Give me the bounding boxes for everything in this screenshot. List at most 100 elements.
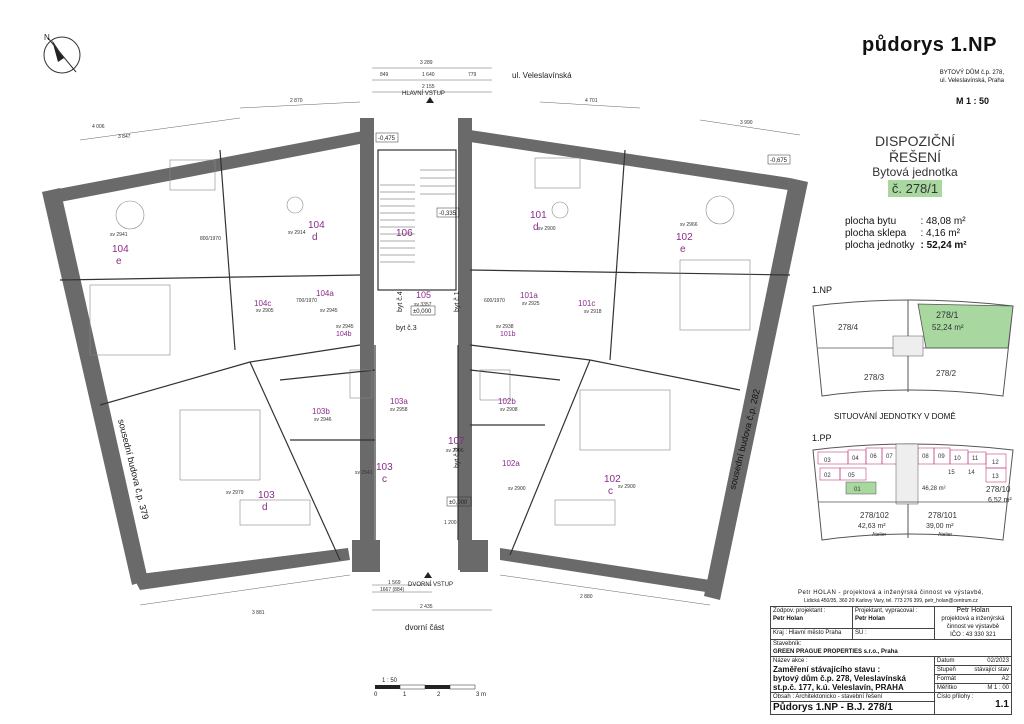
area-table: plocha bytu : 48,08 m² plocha sklepa : 4,1… bbox=[842, 216, 970, 252]
svg-text:278/101: 278/101 bbox=[928, 511, 957, 520]
room-102b: 102b bbox=[498, 397, 516, 406]
room-labels: 104 d sv 2914 104 e sv 2941 106 101 d sv… bbox=[110, 210, 698, 513]
room-104a: 104a bbox=[316, 289, 334, 298]
svg-text:3 m: 3 m bbox=[476, 692, 486, 698]
dim-top-4: 779 bbox=[468, 72, 477, 78]
room-104e-sub: e bbox=[116, 256, 122, 267]
room-102e-sub: e bbox=[680, 244, 686, 255]
svg-text:12: 12 bbox=[992, 460, 999, 466]
company-line-2: Lidická 450/35, 360 20 Karlovy Vary, tel… bbox=[804, 598, 978, 604]
stair-label-1: byt č.1 bbox=[454, 291, 461, 312]
bottom-dimensions bbox=[139, 574, 711, 611]
svg-text:2 435: 2 435 bbox=[420, 604, 433, 610]
svg-text:1: 1 bbox=[403, 692, 407, 698]
yard-entrance-arrow-icon bbox=[424, 572, 432, 578]
room-102a-note: sv 2900 bbox=[508, 486, 526, 492]
svg-text:3 881: 3 881 bbox=[252, 610, 265, 616]
svg-text:-0,675: -0,675 bbox=[770, 158, 788, 164]
building-line-2: ul. Veleslavínská, Praha bbox=[939, 78, 1004, 84]
svg-text:08: 08 bbox=[922, 454, 929, 460]
dim-top-10: 3 990 bbox=[740, 120, 753, 126]
room-102a: 102a bbox=[502, 459, 520, 468]
room-104c: 104c bbox=[254, 299, 271, 308]
street-label: ul. Veleslavínská bbox=[512, 71, 572, 80]
svg-text:07: 07 bbox=[886, 454, 893, 460]
room-103b: 103b bbox=[312, 407, 330, 416]
svg-text:278/3: 278/3 bbox=[864, 373, 885, 382]
room-103d-note: sv 2979 bbox=[226, 490, 244, 496]
svg-text:1667 (884): 1667 (884) bbox=[380, 587, 405, 593]
north-arrow-icon: N bbox=[43, 33, 81, 74]
area-value-1: : 4,16 m² bbox=[920, 228, 960, 239]
entrance-arrow-icon bbox=[426, 97, 434, 103]
dim-top-8: 4 006 bbox=[92, 124, 105, 130]
room-104d: 104 bbox=[308, 220, 325, 231]
svg-text:700/1970: 700/1970 bbox=[296, 298, 317, 304]
stair-labels: byt č.4 byt č.1 byt č.3 byt č.2 bbox=[396, 291, 461, 468]
area-label-1: plocha sklepa bbox=[845, 228, 907, 239]
room-101c: 101c bbox=[578, 299, 595, 308]
level-marks: ±0,000 ±0,000 -0,475 -0,675 -0,335 bbox=[375, 132, 791, 507]
svg-text:2: 2 bbox=[437, 692, 441, 698]
room-104b-note: sv 2945 bbox=[336, 324, 354, 330]
svg-text:14: 14 bbox=[968, 470, 975, 476]
room-101c-note: sv 2918 bbox=[584, 309, 602, 315]
dim-top-7: 4 701 bbox=[585, 98, 598, 104]
room-104c-note: sv 2905 bbox=[256, 308, 274, 314]
svg-text:03: 03 bbox=[824, 458, 831, 464]
room-102c: 102 bbox=[604, 474, 621, 485]
room-103b-note: sv 2946 bbox=[314, 417, 332, 423]
svg-text:6,52 m²: 6,52 m² bbox=[988, 497, 1012, 504]
disposition-title-2: ŘEŠENÍ bbox=[888, 149, 942, 165]
svg-text:800/1970: 800/1970 bbox=[200, 236, 221, 242]
key-plan-1pp: 03 04 06 07 08 09 10 11 12 13 14 15 01 0… bbox=[812, 443, 1014, 541]
room-104e: 104 bbox=[112, 244, 129, 255]
svg-text:10: 10 bbox=[954, 456, 961, 462]
room-105: 105 bbox=[416, 290, 431, 300]
svg-text:52,24 m²: 52,24 m² bbox=[932, 323, 964, 332]
svg-text:278/1: 278/1 bbox=[936, 310, 959, 320]
inner-walls bbox=[59, 149, 791, 561]
area-label-0: plocha bytu bbox=[845, 216, 897, 227]
area-value-0: : 48,08 m² bbox=[920, 216, 966, 227]
room-104a-note: sv 2945 bbox=[320, 308, 338, 314]
svg-text:2 880: 2 880 bbox=[580, 594, 593, 600]
key-plan-1pp-label: 1.PP bbox=[812, 433, 832, 443]
stair-label-4: byt č.4 bbox=[397, 291, 404, 312]
company-line-1: Petr HOLAN - projektová a inženýrská čin… bbox=[798, 590, 984, 596]
dim-top-5: 2 155 bbox=[422, 84, 435, 90]
svg-text:13: 13 bbox=[992, 474, 999, 480]
svg-text:04: 04 bbox=[852, 456, 859, 462]
room-103a-note: sv 2958 bbox=[390, 407, 408, 413]
svg-text:11: 11 bbox=[972, 456, 979, 462]
room-102e: 102 bbox=[676, 232, 693, 243]
room-106: 106 bbox=[396, 228, 413, 239]
yard-entrance-label: DVORNÍ VSTUP bbox=[408, 581, 453, 588]
room-104d-note: sv 2914 bbox=[288, 230, 306, 236]
svg-text:05: 05 bbox=[848, 473, 855, 479]
door-codes: 800/1970 700/1970 600/1970 bbox=[200, 236, 505, 304]
main-entrance-label: HLAVNÍ VSTUP bbox=[402, 90, 445, 97]
svg-text:09: 09 bbox=[938, 454, 945, 460]
room-103c-note: sv 2941 bbox=[355, 470, 373, 476]
disposition-title-1: DISPOZIČNÍ bbox=[874, 133, 956, 149]
dim-top-2: 849 bbox=[380, 72, 389, 78]
area-label-2: plocha jednotky bbox=[845, 240, 915, 251]
furniture bbox=[89, 157, 751, 526]
room-102c-note: sv 2900 bbox=[618, 484, 636, 490]
page-title: půdorys 1.NP bbox=[862, 34, 997, 56]
svg-text:±0,000: ±0,000 bbox=[413, 309, 432, 315]
room-102c-sub: c bbox=[608, 486, 613, 497]
svg-text:02: 02 bbox=[824, 473, 831, 479]
stair-label-2: byt č.2 bbox=[454, 447, 461, 468]
svg-text:1 569: 1 569 bbox=[388, 580, 401, 586]
svg-text:39,00 m²: 39,00 m² bbox=[926, 523, 954, 530]
room-103d-sub: d bbox=[262, 502, 268, 513]
svg-text:-0,335: -0,335 bbox=[439, 211, 457, 217]
staircase bbox=[380, 169, 455, 263]
room-101d: 101 bbox=[530, 210, 547, 221]
svg-text:42,63 m²: 42,63 m² bbox=[858, 523, 886, 530]
svg-text:N: N bbox=[44, 33, 50, 42]
room-105-note: sv 3357 bbox=[414, 302, 432, 308]
top-dimensions bbox=[79, 67, 801, 141]
